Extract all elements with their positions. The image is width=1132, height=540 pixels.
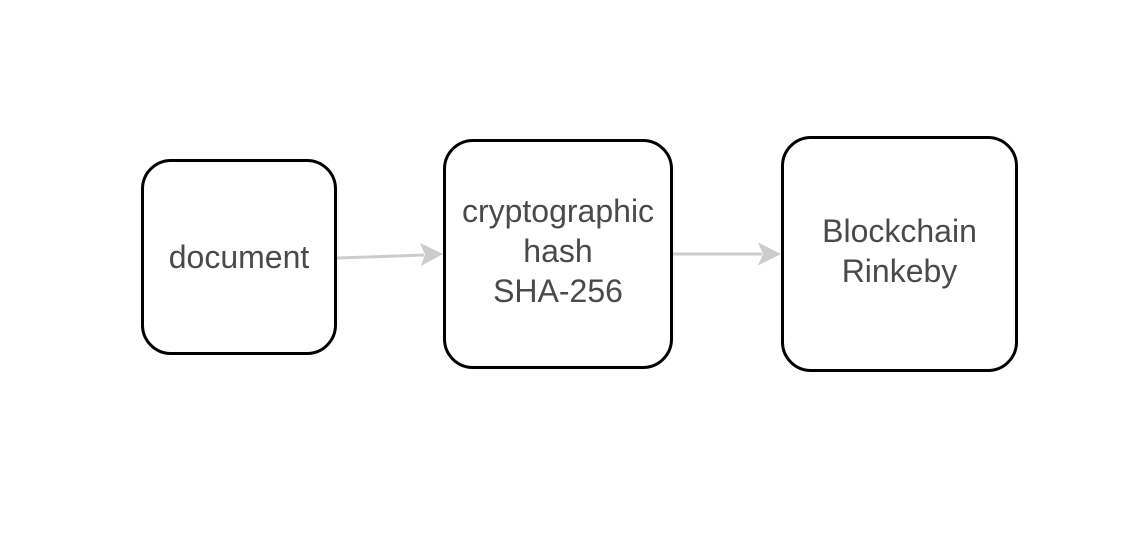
node-hash-label-line-1: cryptographic [461, 193, 655, 229]
node-hash-label-line-3: SHA-256 [493, 273, 623, 309]
arrowhead-icon [420, 243, 443, 266]
node-document[interactable]: document [141, 159, 337, 355]
node-document-label: document [168, 239, 310, 275]
node-blockchain-label-line-2: Rinkeby [841, 253, 958, 289]
arrowhead-icon [758, 242, 781, 266]
edge-document-to-hash [336, 243, 443, 266]
edge-line [336, 253, 425, 260]
edge-hash-to-blockchain [673, 242, 781, 266]
node-hash-label-line-2: hash [523, 233, 593, 269]
node-blockchain-label-line-1: Blockchain [822, 213, 977, 249]
node-blockchain[interactable]: Blockchain Rinkeby [781, 136, 1018, 372]
node-cryptographic-hash[interactable]: cryptographic hash SHA-256 [443, 139, 673, 369]
